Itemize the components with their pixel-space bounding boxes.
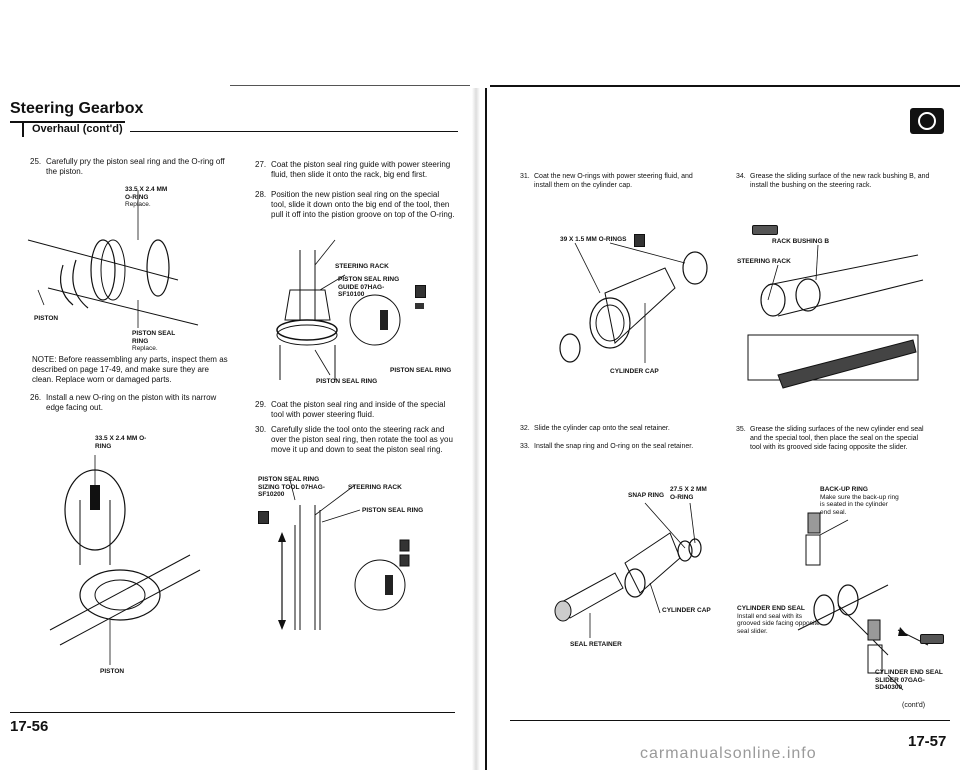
fig5-fluid-icon bbox=[634, 234, 645, 247]
fig2-oring-label: 33.5 x 2.4 mm O-RING bbox=[95, 435, 147, 450]
fig5-cap-diagram bbox=[559, 242, 708, 363]
top-rule-left bbox=[230, 85, 470, 86]
fig4-rack-label: STEERING RACK bbox=[348, 484, 402, 491]
top-rule-right bbox=[490, 85, 960, 87]
bottom-rule-left bbox=[10, 712, 455, 713]
fig7-rack-label: STEERING RACK bbox=[737, 258, 791, 265]
fig7-grease-icon bbox=[752, 225, 778, 235]
fig8-grease-icon bbox=[920, 634, 944, 644]
fig1-seal-label: PISTON SEAL RING Replace. bbox=[132, 330, 176, 352]
fig3-seal-right-label: PISTON SEAL RING bbox=[390, 367, 452, 374]
fig4-seal-label: PISTON SEAL RING bbox=[362, 507, 424, 514]
fig1-piston-diagram bbox=[27, 190, 199, 328]
fig8-backup-label: BACK-UP RING Make sure the back-up ring … bbox=[820, 486, 899, 516]
page-title: Steering Gearbox bbox=[10, 100, 144, 117]
gutter-line bbox=[485, 88, 487, 770]
fig6-cap-label: CYLINDER CAP bbox=[662, 607, 711, 614]
fig8-endseal-diagram bbox=[797, 512, 929, 691]
fig6-snap-label: SNAP RING bbox=[628, 492, 664, 499]
right-page: 31. Coat the new O-rings with power stee… bbox=[490, 0, 960, 770]
steering-section-icon bbox=[910, 108, 944, 134]
fig2-piston-diagram bbox=[49, 455, 201, 665]
fig4-tool-diagram bbox=[278, 479, 410, 630]
fig1-piston-label: PISTON bbox=[34, 315, 59, 322]
fig6-retainer-diagram bbox=[554, 502, 702, 638]
subtitle-rule bbox=[130, 131, 458, 132]
fig6-retainer-label: SEAL RETAINER bbox=[570, 641, 622, 648]
fig7-bushing-label: RACK BUSHING B bbox=[772, 238, 830, 245]
subtitle-bracket bbox=[22, 123, 24, 137]
note-text: NOTE: Before reassembling any parts, ins… bbox=[32, 355, 228, 384]
page-number-right: 17-57 bbox=[908, 733, 947, 750]
fig4-fluid-icon bbox=[258, 511, 269, 524]
fig8-slider-label: CYLINDER END SEAL SLIDER 07GAG-SD40300 bbox=[875, 669, 943, 691]
fig4-tool-label: PISTON SEAL RING SIZING TOOL 07HAG-SF102… bbox=[258, 476, 325, 498]
fig5-cap-label: CYLINDER CAP bbox=[610, 368, 659, 375]
fig5-orings-label: 39 x 1.5 mm O-RINGS bbox=[560, 236, 627, 243]
fig3-fluid-icon-1 bbox=[415, 285, 426, 298]
fig7-bushing-diagram bbox=[747, 244, 924, 389]
fig3-rack-label: STEERING RACK bbox=[335, 263, 389, 270]
fig3-guide-diagram bbox=[276, 239, 401, 380]
fig2-piston-label: PISTON bbox=[100, 668, 125, 675]
fig3-guide-label: PISTON SEAL RING GUIDE 07HAG-SF10100 bbox=[338, 276, 400, 298]
fig1-oring-label: 33.5 x 2.4 mm O-RING Replace. bbox=[125, 186, 168, 208]
page-gutter bbox=[472, 88, 480, 770]
left-page: Steering Gearbox Overhaul (cont'd) 25. C… bbox=[0, 0, 470, 770]
title-rule bbox=[10, 121, 125, 123]
watermark: carmanualsonline.info bbox=[640, 745, 817, 762]
bottom-rule-right bbox=[510, 720, 950, 721]
fig3-fluid-icon-2 bbox=[415, 303, 424, 309]
page-subtitle: Overhaul (cont'd) bbox=[32, 123, 123, 135]
cont-label: (cont'd) bbox=[902, 702, 926, 709]
fig6-oring-label: 27.5 x 2 mm O-RING bbox=[670, 486, 707, 501]
page-number-left: 17-56 bbox=[10, 718, 49, 735]
fig3-seal-bottom-label: PISTON SEAL RING bbox=[316, 378, 378, 385]
fig8-endseal-label: CYLINDER END SEAL Install end seal with … bbox=[737, 605, 820, 635]
